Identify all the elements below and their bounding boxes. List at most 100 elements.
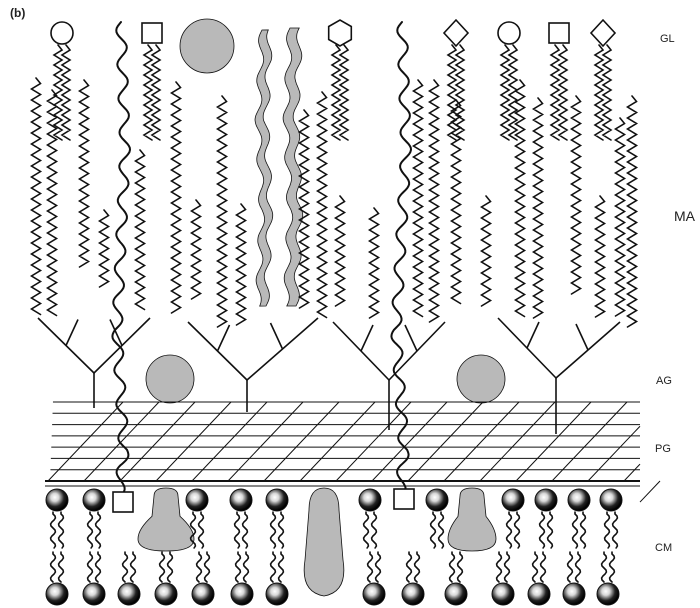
glycolipid-tail [551, 45, 559, 140]
grey-sphere [180, 19, 234, 73]
lam-anchor-square [113, 492, 133, 512]
mycolic-acid-chain [370, 208, 379, 318]
phospholipid-tail [439, 512, 444, 548]
phospholipid-head [363, 583, 385, 605]
phospholipid-tail [199, 512, 204, 548]
glycolipid-tail [332, 45, 340, 140]
pg-crosslink [264, 402, 339, 481]
pg-crosslink [624, 464, 640, 481]
pg-crosslink [372, 402, 447, 481]
phospholipid-tail [505, 552, 510, 582]
phospholipid-head [83, 489, 105, 511]
grey-rod [255, 30, 273, 306]
phospholipid-tail [96, 552, 101, 582]
phospholipid-head [46, 583, 68, 605]
ag-branch [66, 320, 78, 346]
layer-label-ag: AG [656, 375, 672, 387]
phospholipid-tail [205, 552, 210, 582]
phospholipid-tail [364, 512, 369, 548]
glycolipid-head-diamond [591, 20, 615, 46]
mycolic-acid-chain [414, 80, 423, 317]
phospholipid-tail [88, 512, 93, 548]
mycolic-acid-chain [482, 196, 491, 306]
pg-crosslink [192, 402, 267, 481]
glycolipid-head-diamond [444, 20, 468, 46]
mycolic-acid-chain [318, 92, 327, 318]
phospholipid-head [402, 583, 424, 605]
glycolipid-tail [340, 45, 348, 140]
phospholipid-tail [51, 552, 56, 582]
glycolipid-tail [603, 45, 611, 140]
phospholipid-tail [376, 552, 381, 582]
pg-crosslink [120, 402, 195, 481]
phospholipid-tail [450, 552, 455, 582]
phospholipid-head [230, 489, 252, 511]
phospholipid-tail [236, 552, 241, 582]
phospholipid-head [186, 489, 208, 511]
phospholipid-tail [51, 512, 56, 548]
mycolic-acid-chain [237, 204, 246, 325]
mycolic-acid-chain [32, 78, 41, 315]
phospholipid-tail [497, 552, 502, 582]
phospholipid-tail [548, 512, 553, 548]
phospholipid-head [528, 583, 550, 605]
phospholipid-head [597, 583, 619, 605]
ag-branch [218, 325, 230, 351]
phospholipid-tail [96, 512, 101, 548]
phospholipid-tail [372, 512, 377, 548]
ag-branch [576, 324, 588, 350]
phospholipid-head [600, 489, 622, 511]
grey-sphere [457, 355, 505, 403]
glycolipid-tail [501, 45, 509, 140]
mycolic-acid-chain [516, 80, 525, 317]
phospholipid-tail [279, 512, 284, 548]
phospholipid-tail [407, 552, 412, 582]
mycolic-acid-chain [136, 150, 145, 310]
phospholipid-head [231, 583, 253, 605]
phospholipid-tail [610, 552, 615, 582]
mycolic-acid-chain [430, 80, 439, 322]
glycolipid-tail [448, 45, 456, 140]
phospholipid-head [192, 583, 214, 605]
phospholipid-tail [59, 512, 64, 548]
pg-crosslink [552, 402, 627, 481]
phospholipid-head [118, 583, 140, 605]
pg-crosslink [516, 402, 591, 481]
phospholipid-tail [581, 512, 586, 548]
layer-label-cm: CM [655, 542, 672, 554]
mycolic-acid-chain [192, 200, 201, 299]
glycolipid-tail [456, 45, 464, 140]
phospholipid-head [492, 583, 514, 605]
phospholipid-tail [168, 552, 173, 582]
phospholipid-tail [235, 512, 240, 548]
phospholipid-tail [123, 552, 128, 582]
pg-crosslink [640, 481, 660, 502]
phospholipid-head [155, 583, 177, 605]
pg-crosslink [48, 402, 123, 481]
pg-crosslink [84, 402, 159, 481]
glycolipid-head-circle [498, 22, 520, 44]
phospholipid-tail [244, 552, 249, 582]
phospholipid-tail [541, 552, 546, 582]
glycolipid-tail [559, 45, 567, 140]
ag-branch [271, 323, 283, 349]
mycolic-acid-chain [300, 110, 309, 308]
phospholipid-tail [515, 512, 520, 548]
pg-crosslink [408, 402, 483, 481]
glycolipid-tail [144, 45, 152, 140]
lam-anchor-square [394, 489, 414, 509]
phospholipid-tail [243, 512, 248, 548]
phospholipid-head [46, 489, 68, 511]
glycolipid-head-square [549, 23, 569, 43]
mycolic-acid-chain [80, 80, 89, 267]
ag-branch [527, 322, 539, 348]
glycolipid-tail [595, 45, 603, 140]
mycolic-acid-chain [572, 96, 581, 294]
phospholipid-head [266, 583, 288, 605]
pg-crosslink [228, 402, 303, 481]
phospholipid-tail [415, 552, 420, 582]
phospholipid-head [266, 489, 288, 511]
mycolic-acid-chain [336, 196, 345, 306]
mycolic-acid-chain [628, 96, 637, 327]
mycolic-acid-chain [616, 118, 625, 316]
